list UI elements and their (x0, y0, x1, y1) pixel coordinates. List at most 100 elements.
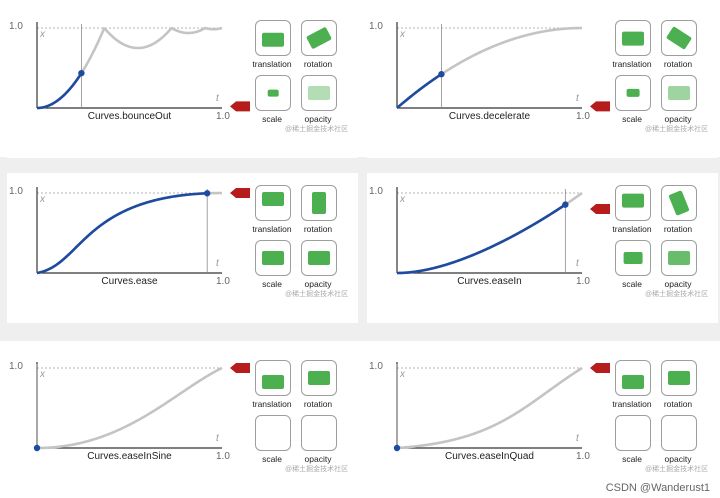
tile-label-scale: scale (622, 114, 642, 124)
opacity-box-icon (668, 86, 690, 100)
curve-name: Curves.easeIn (457, 276, 522, 287)
tile-translation (255, 360, 291, 396)
translation-box-icon (262, 375, 284, 389)
x-axis-label: t (216, 433, 219, 444)
tile-label-scale: scale (262, 454, 282, 464)
y-axis-label: x (400, 369, 405, 380)
y-max-label: 1.0 (9, 186, 23, 197)
progress-dot (33, 444, 41, 452)
value-marker-icon (590, 101, 610, 112)
tile-label-translation: translation (252, 224, 292, 234)
curve-name: Curves.decelerate (448, 111, 531, 122)
x-axis-label: t (576, 93, 579, 104)
curve-progress (397, 203, 566, 275)
progress-dot (204, 190, 211, 197)
value-marker-icon (230, 188, 250, 198)
curve-plot (36, 22, 250, 112)
tile-label-translation: translation (612, 59, 652, 69)
tile-translation (615, 360, 651, 396)
tile-label-opacity: opacity (664, 279, 692, 289)
x-axis-label: t (216, 258, 219, 269)
scale-box-icon (267, 89, 279, 97)
tile-translation (615, 20, 651, 56)
tile-label-opacity: opacity (304, 279, 332, 289)
tile-label-rotation: rotation (303, 399, 333, 409)
tile-label-rotation: rotation (663, 399, 693, 409)
tile-label-scale: scale (622, 279, 642, 289)
curve-progress (36, 192, 207, 275)
value-marker-icon (590, 363, 610, 373)
tile-translation (615, 185, 651, 221)
tile-rotation (661, 20, 697, 56)
rotation-box-icon (306, 26, 332, 50)
translation-box-icon (622, 375, 644, 389)
tile-opacity (301, 240, 337, 276)
y-axis-label: x (40, 369, 45, 380)
tile-scale (615, 240, 651, 276)
rotation-box-icon (308, 371, 330, 385)
curve-plot (33, 362, 250, 452)
curve-name: Curves.easeInQuad (445, 451, 534, 462)
tile-opacity (301, 415, 337, 451)
x-max-label: 1.0 (216, 111, 230, 122)
value-marker-icon (590, 204, 610, 214)
y-axis-label: x (400, 194, 405, 205)
tile-label-scale: scale (622, 454, 642, 464)
curve-plot (393, 362, 610, 452)
rotation-box-icon (668, 371, 690, 385)
tile-label-translation: translation (252, 399, 292, 409)
tile-label-translation: translation (612, 224, 652, 234)
progress-dot (562, 201, 569, 208)
tile-rotation (301, 185, 337, 221)
progress-dot (438, 71, 445, 78)
scale-box-icon (623, 252, 643, 264)
rotation-box-icon (312, 192, 326, 214)
y-axis-label: x (40, 194, 45, 205)
tile-translation (255, 20, 291, 56)
tile-label-opacity: opacity (304, 114, 332, 124)
opacity-box-icon (308, 86, 330, 100)
tile-scale (255, 75, 291, 111)
tile-scale (615, 75, 651, 111)
divider-band-bottom (0, 323, 720, 341)
x-axis-label: t (576, 433, 579, 444)
curve-name: Curves.bounceOut (87, 111, 172, 122)
tile-label-opacity: opacity (304, 454, 332, 464)
tile-opacity (661, 415, 697, 451)
progress-dot (393, 444, 401, 452)
watermark-text: @稀土掘金技术社区 (285, 126, 349, 133)
translation-box-icon (622, 31, 644, 46)
y-axis-label: x (400, 29, 405, 40)
translation-box-icon (622, 193, 644, 208)
tile-opacity (661, 240, 697, 276)
tile-translation (255, 185, 291, 221)
curve-track (396, 26, 582, 109)
watermark-text: @稀土掘金技术社区 (645, 291, 709, 298)
rotation-box-icon (668, 190, 690, 216)
curve-progress (36, 73, 83, 110)
tile-rotation (301, 20, 337, 56)
x-axis-label: t (216, 93, 219, 104)
tile-label-translation: translation (612, 399, 652, 409)
y-max-label: 1.0 (369, 361, 383, 372)
watermark-text: @稀土掘金技术社区 (285, 466, 349, 473)
curve-plot (396, 187, 610, 275)
progress-dot (78, 69, 85, 77)
curve-plot (396, 22, 610, 112)
watermark-text: @稀土掘金技术社区 (645, 126, 709, 133)
curve-track (397, 191, 583, 275)
curve-track (396, 366, 583, 450)
tile-label-rotation: rotation (663, 224, 693, 234)
tile-label-opacity: opacity (664, 114, 692, 124)
credit-text: CSDN @Wanderust1 (605, 482, 710, 494)
y-axis-label: x (40, 29, 45, 40)
curve-name: Curves.easeInSine (87, 451, 172, 462)
tile-label-rotation: rotation (303, 224, 333, 234)
tile-scale (615, 415, 651, 451)
translation-box-icon (262, 32, 284, 47)
translation-box-icon (262, 192, 284, 206)
